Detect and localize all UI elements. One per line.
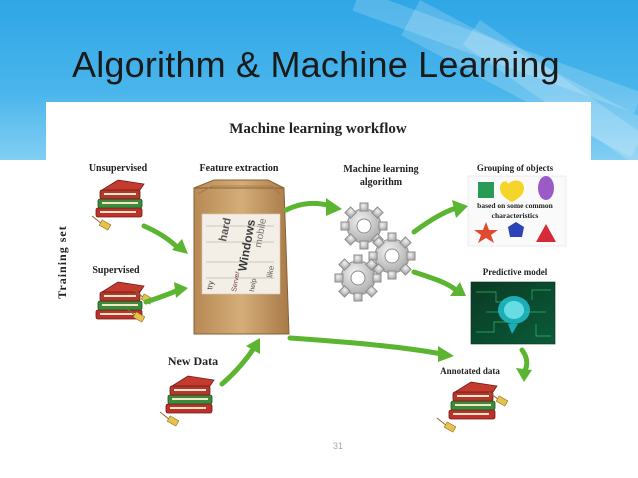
ml-algorithm-label-line2: algorithm xyxy=(360,177,403,188)
bag-word: mobile xyxy=(253,217,269,248)
annotated-books-icon xyxy=(436,381,509,433)
supervised-label: Supervised xyxy=(92,265,140,276)
red-star-icon xyxy=(474,222,498,243)
feature-extraction-label: Feature extraction xyxy=(200,163,279,174)
grouping-sub-line2: characteristics xyxy=(492,211,539,220)
gears-icon xyxy=(334,202,416,302)
blue-pentagon-icon xyxy=(508,222,524,237)
arrow-algorithm-to-grouping xyxy=(411,200,468,235)
bag-word: Server xyxy=(231,270,242,292)
annotated-label: Annotated data xyxy=(440,366,500,376)
grouping-sub-line1: based on some common xyxy=(477,201,553,210)
paper-bag-icon xyxy=(193,179,290,335)
unsupervised-label: Unsupervised xyxy=(89,163,148,174)
green-square-icon xyxy=(478,182,494,198)
arrow-unsupervised-to-bag xyxy=(141,223,188,254)
ml-algorithm-label-line1: Machine learning xyxy=(343,164,418,175)
workflow-diagram: Machine learning workflow Training set U… xyxy=(55,121,567,433)
arrow-supervised-to-bag xyxy=(143,282,188,305)
slide-title: Algorithm & Machine Learning xyxy=(72,44,560,85)
figure-heading: Machine learning workflow xyxy=(229,121,407,137)
grouping-label: Grouping of objects xyxy=(477,163,554,173)
arrow-bag-to-algorithm xyxy=(283,198,342,216)
flow-arrows xyxy=(141,198,532,387)
workflow-figure: Machine learning workflow Training set U… xyxy=(46,102,591,447)
yellow-heart-icon xyxy=(500,180,524,202)
arrow-newdata-to-bag xyxy=(219,338,260,387)
predictive-label: Predictive model xyxy=(483,267,548,277)
predictive-model-image xyxy=(470,281,556,345)
new-data-books-icon xyxy=(159,375,215,427)
bag-word: like xyxy=(265,264,276,278)
new-data-label: New Data xyxy=(168,354,218,368)
page-number: 31 xyxy=(333,441,344,451)
arrow-predictive-to-annotated xyxy=(516,347,532,382)
training-set-label: Training set xyxy=(55,225,69,298)
red-triangle-icon xyxy=(536,224,556,242)
arrow-bag-to-annotated xyxy=(287,335,454,362)
bag-word: help xyxy=(249,278,258,292)
bag-word: try xyxy=(205,280,215,290)
purple-oval-icon xyxy=(538,176,554,200)
bag-word: hard xyxy=(217,217,234,243)
arrow-algorithm-to-predictive xyxy=(411,269,466,296)
grouping-objects-image: based on some common characteristics xyxy=(467,175,567,247)
unsupervised-books-icon xyxy=(91,179,145,231)
